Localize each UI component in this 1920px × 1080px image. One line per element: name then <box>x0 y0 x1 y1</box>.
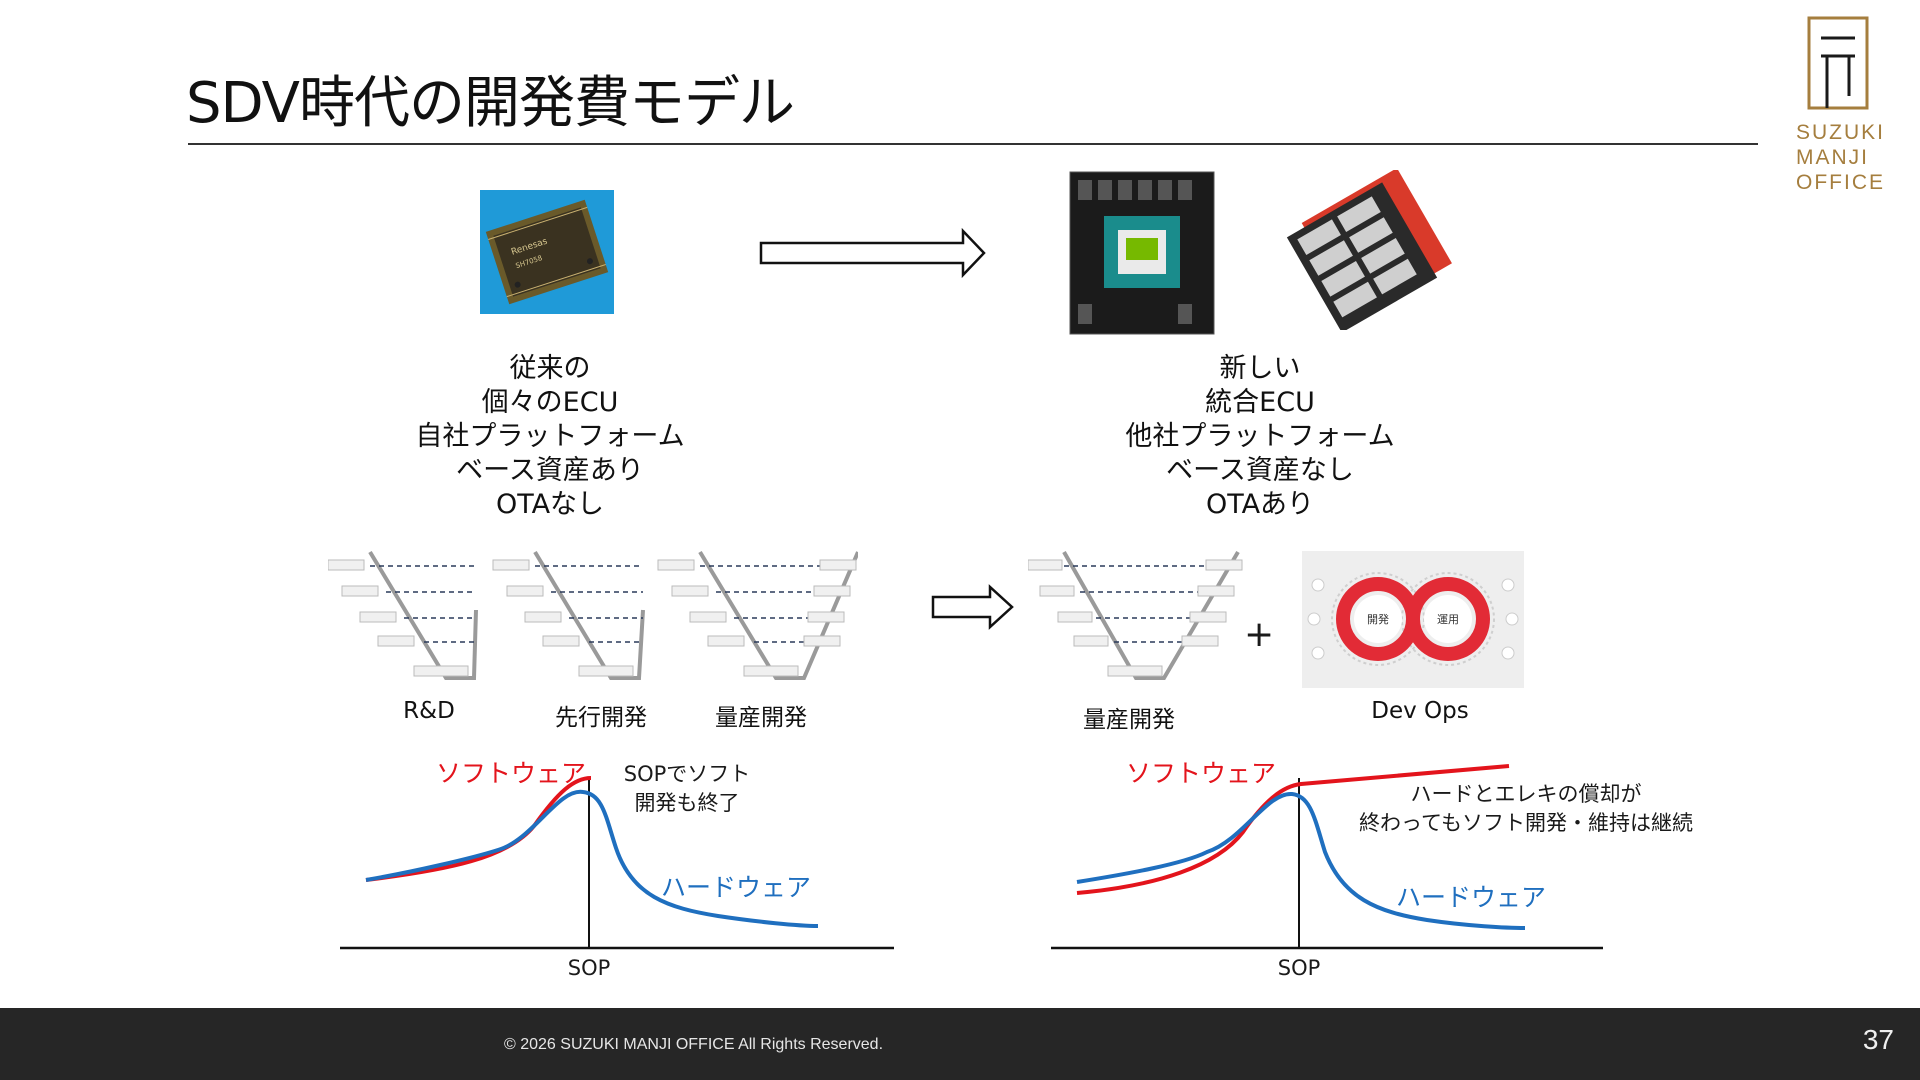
transition-arrow-icon <box>759 228 986 278</box>
v-label-advanced: 先行開発 <box>555 705 647 731</box>
logo-line-1: SUZUKI <box>1796 121 1886 144</box>
v-model-rnd <box>328 550 478 680</box>
devops-infinity-icon: 開発 運用 <box>1307 572 1519 666</box>
devops-dev-label: 開発 <box>1367 612 1389 626</box>
devops-label: Dev Ops <box>1371 698 1469 724</box>
legacy-sop-label: SOP <box>567 956 611 980</box>
legacy-hardware-curve <box>365 789 819 928</box>
title-underline <box>188 143 1758 145</box>
legacy-sop-annotation: SOPでソフト 開発も終了 <box>623 762 751 815</box>
integrated-ecu-caption: 新しい 統合ECU 他社プラットフォーム ベース資産なし OTAあり <box>1125 353 1395 520</box>
logo-mark-icon <box>1807 16 1869 110</box>
v-model-mass-production <box>657 550 858 680</box>
page-number: 37 <box>1862 1024 1894 1055</box>
legacy-software-label: ソフトウェア <box>436 759 587 788</box>
legacy-ecu-caption: 従来の 個々のECU 自社プラットフォーム ベース資産あり OTAなし <box>415 353 685 520</box>
v-label-rnd: R&D <box>403 698 455 724</box>
v-label-new-mass-production: 量産開発 <box>1083 707 1175 733</box>
v-model-diagrams-legacy <box>328 550 858 680</box>
new-sop-annotation: ハードとエレキの償却が 終わってもソフト開発・維持は継続 <box>1359 782 1693 835</box>
office-logo: SUZUKI MANJI OFFICE <box>1796 16 1904 195</box>
new-cost-curve-chart <box>1051 764 1603 950</box>
legacy-cost-curve-chart <box>340 776 894 950</box>
legacy-hardware-label: ハードウェア <box>661 873 812 902</box>
footer-bar <box>0 1008 1920 1080</box>
new-hardware-curve <box>1076 792 1526 930</box>
legacy-ecu-chip-image: Renesas SH7058 <box>480 190 614 314</box>
copyright-text: © 2026 SUZUKI MANJI OFFICE All Rights Re… <box>504 1036 884 1053</box>
plus-sign: + <box>1244 614 1275 655</box>
v-label-mass-production: 量産開発 <box>715 705 807 731</box>
new-hardware-label: ハードウェア <box>1396 883 1547 912</box>
devops-loop-image: 開発 運用 <box>1302 551 1524 688</box>
v-model-advanced <box>492 550 645 680</box>
v-model-new-mass-production <box>1028 550 1243 680</box>
integrated-ecu-module-image <box>1069 171 1215 335</box>
page-title: SDV時代の開発費モデル <box>186 71 795 136</box>
legacy-software-curve <box>365 776 592 882</box>
devops-ops-label: 運用 <box>1437 613 1459 626</box>
new-software-label: ソフトウェア <box>1126 759 1277 788</box>
logo-line-3: OFFICE <box>1796 171 1885 194</box>
new-software-curve <box>1076 764 1510 895</box>
new-sop-label: SOP <box>1277 956 1321 980</box>
v-model-transition-arrow-icon <box>931 584 1014 630</box>
soc-chips-image <box>1286 170 1452 330</box>
logo-line-2: MANJI <box>1796 146 1869 169</box>
